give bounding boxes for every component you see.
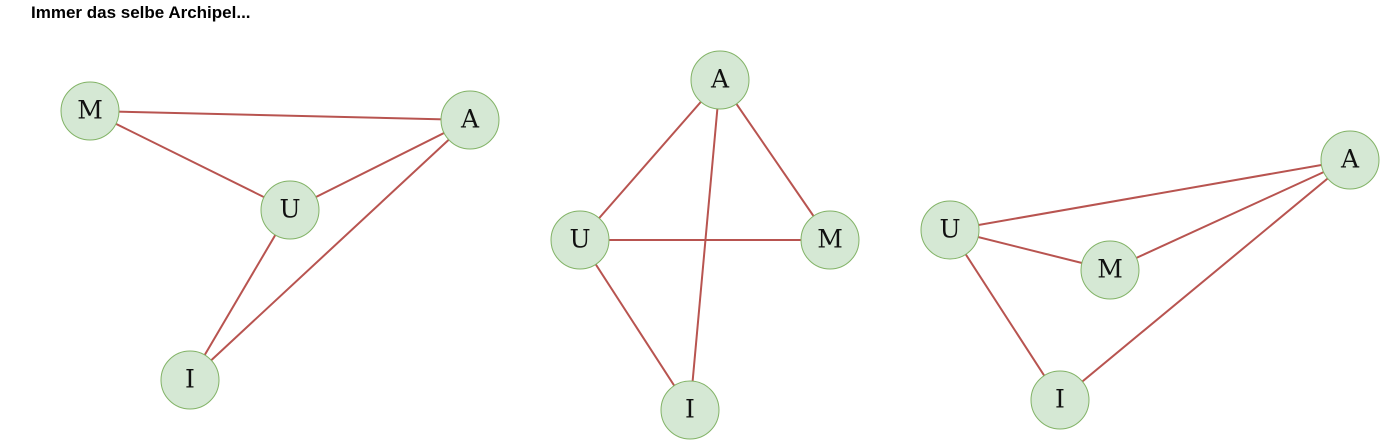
edge-U-I bbox=[189, 209, 291, 381]
node-label-M: M bbox=[1097, 255, 1123, 284]
edge-M-A bbox=[1109, 159, 1351, 271]
edge-I-A bbox=[189, 119, 471, 381]
edge-A-I bbox=[689, 79, 721, 411]
node-label-M: M bbox=[77, 96, 103, 125]
node-M bbox=[1080, 240, 1140, 300]
edge-M-U bbox=[89, 110, 291, 211]
node-label-M: M bbox=[817, 225, 843, 254]
edge-A-U bbox=[579, 79, 721, 241]
node-U bbox=[260, 180, 320, 240]
edge-U-I bbox=[949, 229, 1061, 401]
node-I bbox=[660, 380, 720, 440]
node-U bbox=[550, 210, 610, 270]
edge-A-M bbox=[719, 79, 831, 241]
edge-M-A bbox=[89, 110, 471, 121]
node-M bbox=[800, 210, 860, 270]
node-A bbox=[440, 90, 500, 150]
node-label-A: A bbox=[1340, 145, 1360, 174]
node-label-U: U bbox=[279, 195, 300, 224]
edge-U-I bbox=[579, 239, 691, 411]
node-label-I: I bbox=[1055, 385, 1065, 414]
node-I bbox=[160, 350, 220, 410]
graph-3: A U M I bbox=[920, 130, 1380, 430]
node-U bbox=[920, 200, 980, 260]
node-M bbox=[60, 81, 120, 141]
node-label-U: U bbox=[569, 225, 590, 254]
node-label-U: U bbox=[939, 215, 960, 244]
node-label-I: I bbox=[185, 365, 195, 394]
node-I bbox=[1030, 370, 1090, 430]
graph-2: A U M I bbox=[550, 50, 860, 440]
node-label-I: I bbox=[685, 395, 695, 424]
graph-1: M A U I bbox=[60, 81, 500, 410]
node-A bbox=[690, 50, 750, 110]
node-A bbox=[1320, 130, 1380, 190]
node-label-A: A bbox=[710, 65, 730, 94]
page-title: Immer das selbe Archipel... bbox=[31, 3, 251, 22]
node-label-A: A bbox=[460, 105, 480, 134]
edge-I-A bbox=[1059, 159, 1351, 401]
edge-U-A bbox=[289, 119, 471, 211]
edge-U-A bbox=[949, 159, 1351, 231]
